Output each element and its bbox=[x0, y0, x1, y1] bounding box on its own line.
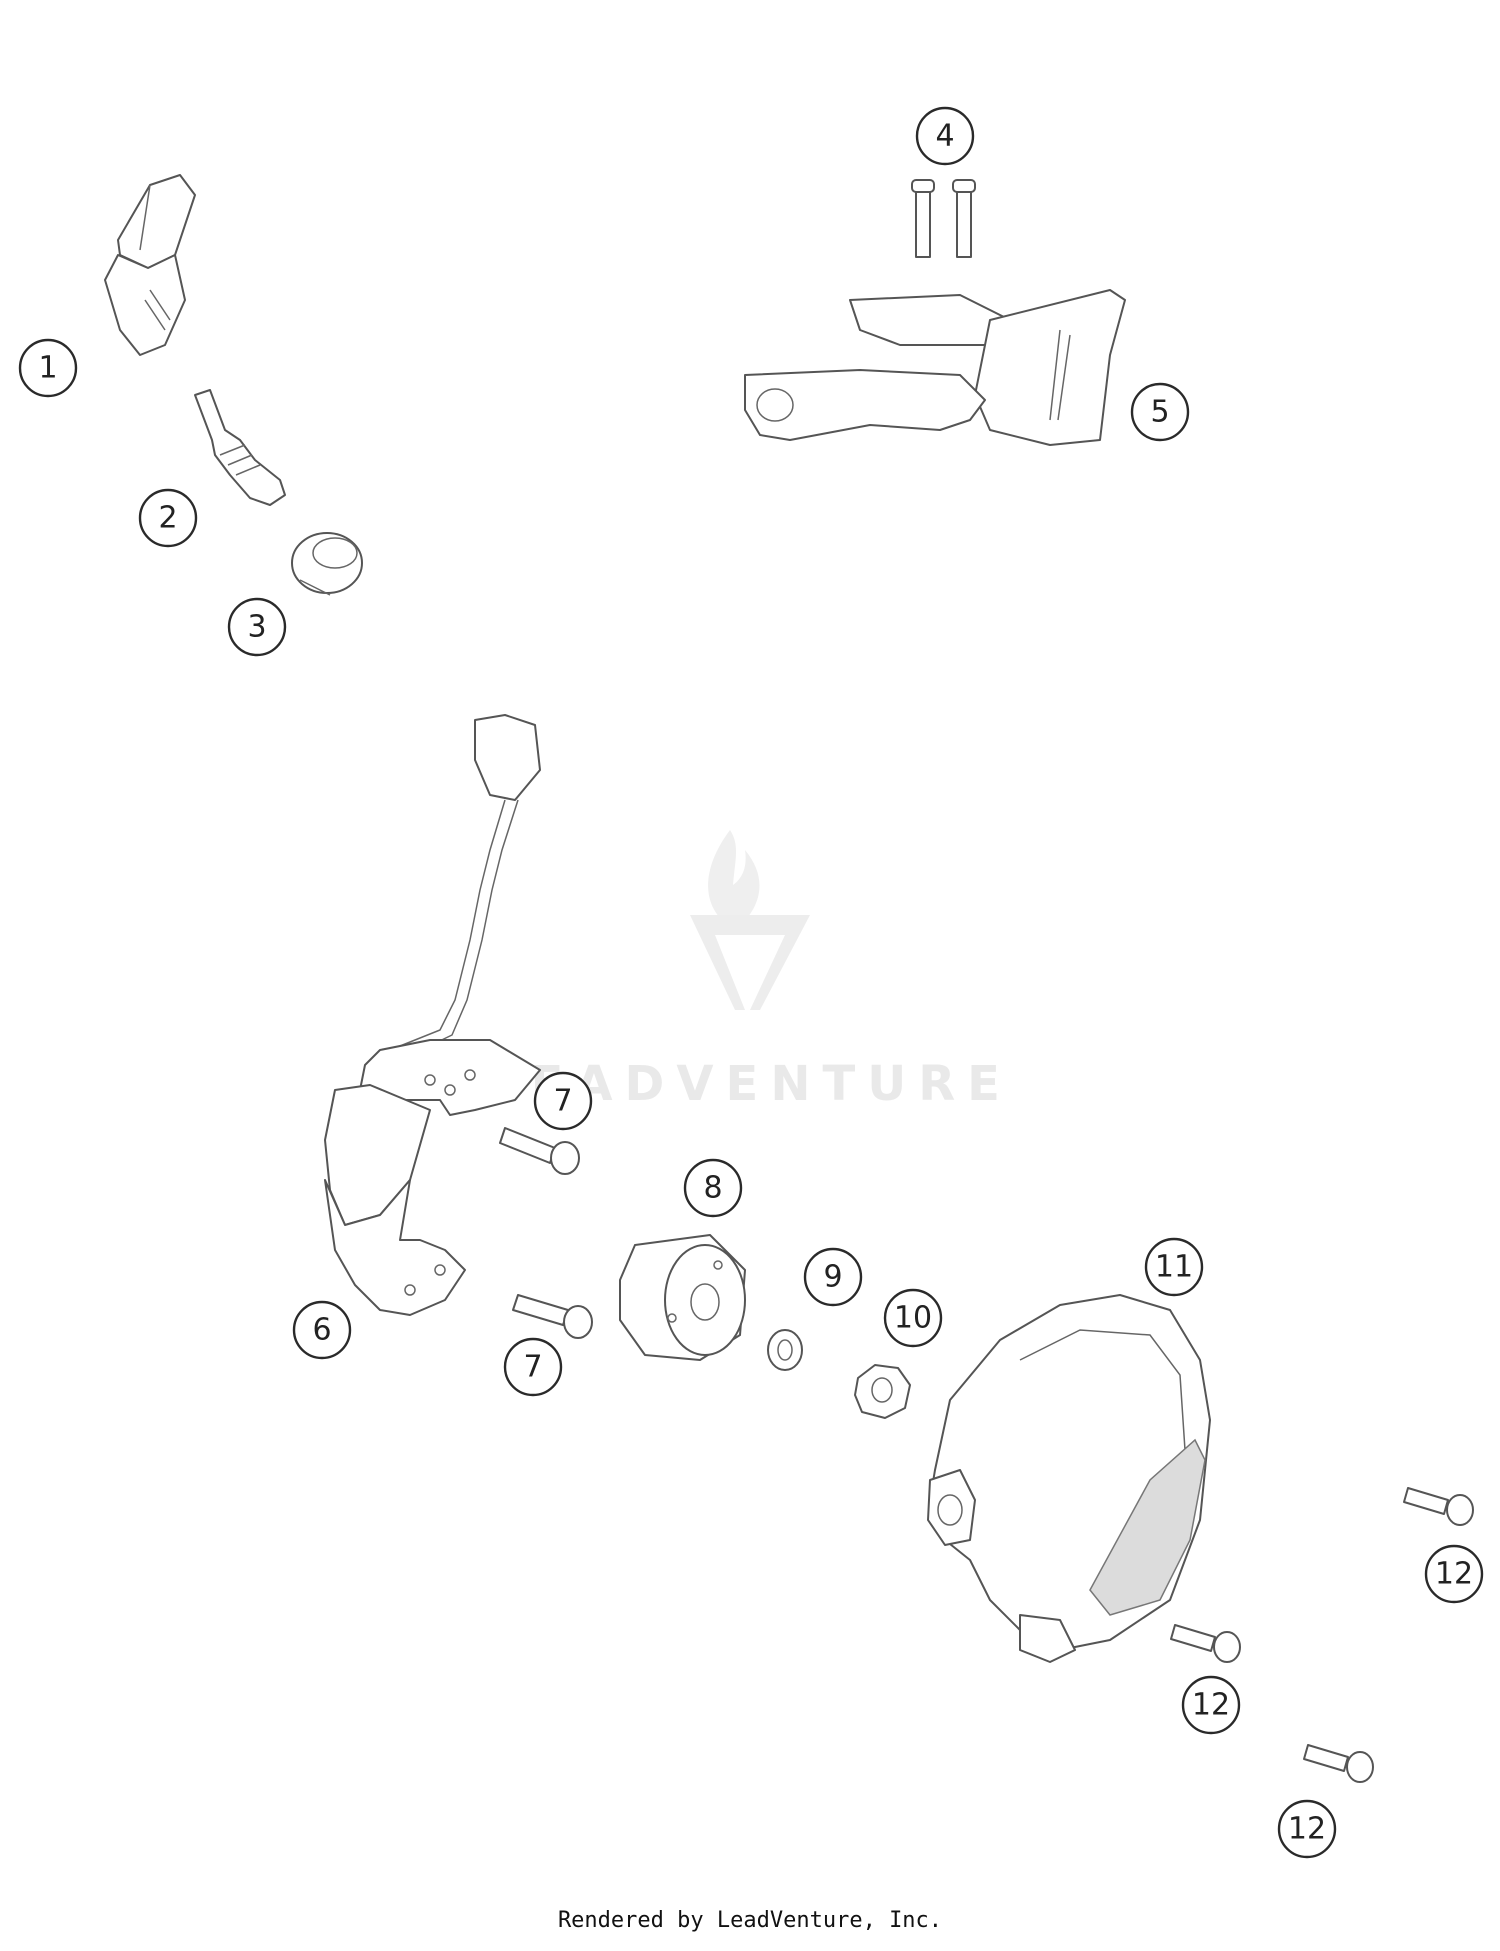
svg-text:10: 10 bbox=[894, 1301, 932, 1336]
svg-text:9: 9 bbox=[823, 1260, 842, 1295]
spark-plug-drawing bbox=[194, 389, 286, 506]
rotor-drawing bbox=[619, 1234, 746, 1361]
svg-text:11: 11 bbox=[1155, 1250, 1193, 1285]
svg-text:2: 2 bbox=[158, 501, 177, 536]
stator-screw-upper-drawing bbox=[499, 1127, 580, 1175]
sealing-ring-drawing bbox=[291, 532, 363, 596]
callout-5[interactable]: 5 bbox=[1130, 382, 1190, 442]
stator-screw-lower-drawing bbox=[512, 1294, 593, 1339]
svg-text:5: 5 bbox=[1150, 395, 1169, 430]
callout-6[interactable]: 6 bbox=[292, 1300, 352, 1360]
ignition-cover-drawing bbox=[927, 1294, 1211, 1663]
svg-text:8: 8 bbox=[703, 1171, 722, 1206]
callout-12-mid[interactable]: 12 bbox=[1181, 1675, 1241, 1735]
svg-text:3: 3 bbox=[247, 610, 266, 645]
stator-drawing bbox=[324, 714, 541, 1316]
callout-9[interactable]: 9 bbox=[803, 1247, 863, 1307]
spark-plug-connector-drawing bbox=[104, 174, 196, 356]
callout-10[interactable]: 10 bbox=[883, 1288, 943, 1348]
cover-screw-right-drawing bbox=[1403, 1487, 1474, 1526]
svg-text:4: 4 bbox=[935, 119, 954, 154]
callout-12-right[interactable]: 12 bbox=[1424, 1544, 1484, 1604]
callout-8[interactable]: 8 bbox=[683, 1158, 743, 1218]
callout-7-upper[interactable]: 7 bbox=[533, 1071, 593, 1131]
cover-screw-mid-drawing bbox=[1170, 1624, 1241, 1663]
ignition-coil-screws-drawing bbox=[911, 179, 976, 258]
callout-1[interactable]: 1 bbox=[18, 338, 78, 398]
svg-text:7: 7 bbox=[553, 1084, 572, 1119]
callout-11[interactable]: 11 bbox=[1144, 1237, 1204, 1297]
svg-text:12: 12 bbox=[1435, 1557, 1473, 1592]
callout-3[interactable]: 3 bbox=[227, 597, 287, 657]
svg-text:12: 12 bbox=[1288, 1812, 1326, 1847]
footer-credit: Rendered by LeadVenture, Inc. bbox=[557, 1908, 943, 1933]
nut-drawing bbox=[854, 1364, 911, 1419]
svg-text:7: 7 bbox=[523, 1350, 542, 1385]
callout-7-lower[interactable]: 7 bbox=[503, 1337, 563, 1397]
cover-screw-bottom-drawing bbox=[1303, 1744, 1374, 1783]
svg-text:1: 1 bbox=[38, 351, 57, 386]
svg-text:12: 12 bbox=[1192, 1688, 1230, 1723]
ignition-coil-drawing bbox=[744, 289, 1126, 446]
callout-2[interactable]: 2 bbox=[138, 488, 198, 548]
leadventure-watermark: LEADVENTURE bbox=[488, 830, 1000, 1112]
svg-text:6: 6 bbox=[312, 1313, 331, 1348]
washer-drawing bbox=[767, 1329, 803, 1371]
callout-4[interactable]: 4 bbox=[915, 106, 975, 166]
callout-12-bottom[interactable]: 12 bbox=[1277, 1799, 1337, 1859]
